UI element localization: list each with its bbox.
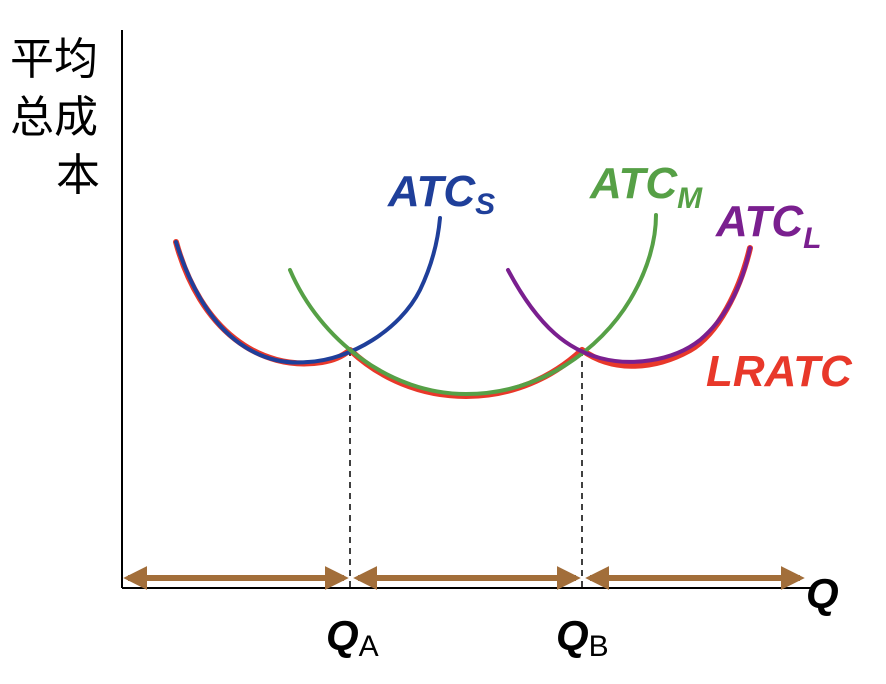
qb-label: QB bbox=[556, 612, 609, 663]
y-axis-label-line-3: 本 bbox=[56, 150, 100, 201]
atc-s-label-main: ATC bbox=[387, 167, 476, 216]
atc-l-curve bbox=[506, 246, 752, 364]
qa-label-main: Q bbox=[326, 612, 359, 660]
qa-label-sub: A bbox=[359, 630, 379, 663]
atc-s-curve bbox=[174, 216, 442, 365]
atc-m-curve bbox=[288, 213, 658, 397]
atc-m-label-main: ATC bbox=[589, 159, 678, 208]
atc-l-label: ATCL bbox=[715, 197, 822, 255]
qa-label: QA bbox=[326, 612, 379, 663]
lratc-curve bbox=[173, 239, 753, 399]
atc-l-label-sub: L bbox=[803, 222, 821, 255]
qb-label-main: Q bbox=[556, 612, 589, 660]
y-axis-label-line-2: 总成 bbox=[10, 92, 98, 143]
atc-s-label-sub: S bbox=[475, 188, 495, 221]
y-axis-label-line-1: 平均 bbox=[10, 34, 98, 85]
atc-m-label-sub: M bbox=[677, 182, 703, 215]
atc-s-label: ATCS bbox=[387, 167, 495, 221]
qb-label-sub: B bbox=[589, 630, 609, 663]
atc-m-label: ATCM bbox=[589, 159, 703, 215]
x-axis-label: Q bbox=[806, 570, 839, 618]
lratc-label: LRATC bbox=[706, 347, 853, 396]
atc-l-label-main: ATC bbox=[715, 197, 804, 246]
y-axis-label: 平均 总成 本 bbox=[10, 34, 100, 201]
